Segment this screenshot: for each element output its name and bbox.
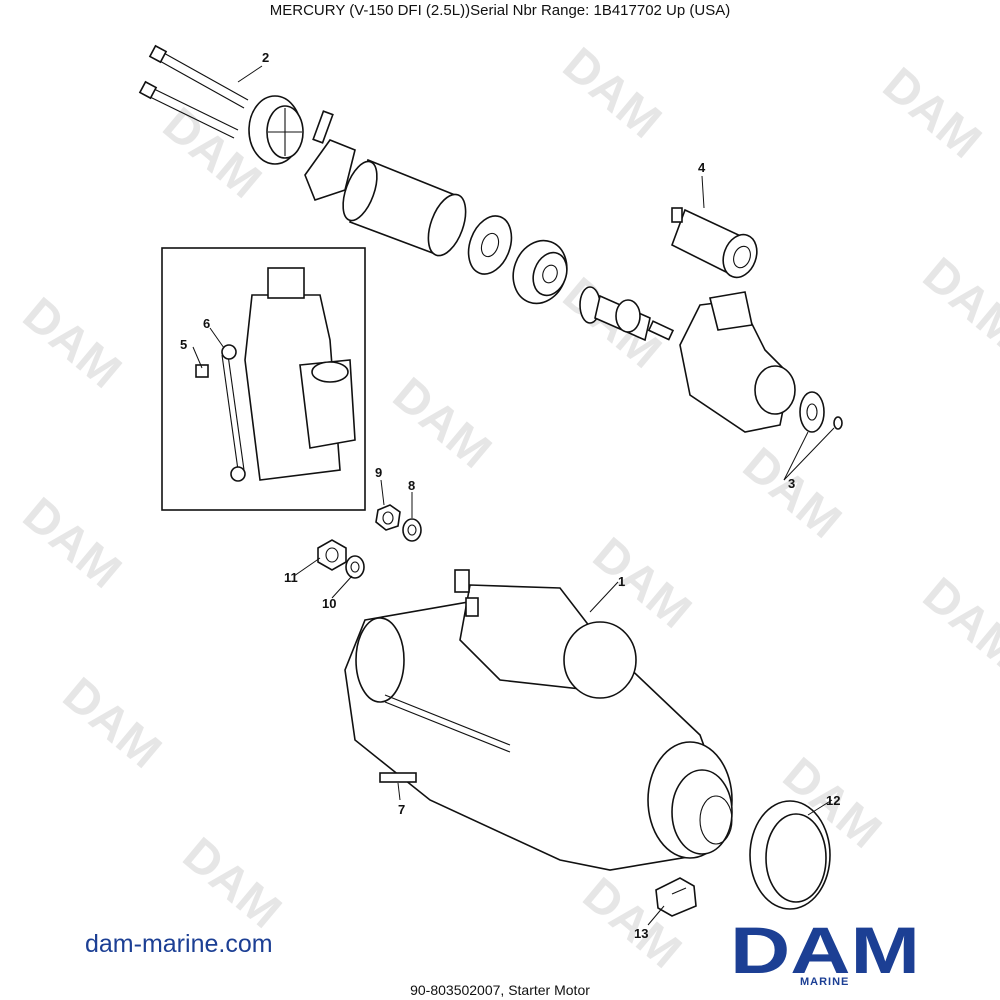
watermark: DAM xyxy=(173,828,291,939)
callout-12: 12 xyxy=(826,793,840,808)
part-13-clip xyxy=(655,877,697,917)
thrust-washer xyxy=(467,215,513,275)
website-link[interactable]: dam-marine.com xyxy=(85,930,273,958)
part-8-lock-washer xyxy=(402,518,422,542)
inset-view-box xyxy=(161,247,366,511)
watermark: DAM xyxy=(13,288,131,399)
page-title: MERCURY (V-150 DFI (2.5L))Serial Nbr Ran… xyxy=(269,2,731,19)
dam-marine-logo: DAM xyxy=(730,915,920,987)
callout-3: 3 xyxy=(788,476,795,491)
part-11-hex-nut xyxy=(317,539,347,571)
part-9-hex-nut xyxy=(375,504,401,531)
part-7-decal-label xyxy=(379,772,417,783)
callout-11: 11 xyxy=(284,570,298,585)
diagram-caption: 90-803502007, Starter Motor xyxy=(410,982,590,998)
watermark: DAM xyxy=(873,58,991,169)
watermark: DAM xyxy=(553,38,671,149)
part-4-solenoid xyxy=(671,207,758,279)
leader-lines xyxy=(192,65,835,926)
callout-8: 8 xyxy=(408,478,415,493)
watermark: DAM xyxy=(53,668,171,779)
callout-7: 7 xyxy=(398,802,405,817)
brush-holder xyxy=(304,110,356,201)
part-12-collar-ring xyxy=(749,800,831,910)
callout-6: 6 xyxy=(203,316,210,331)
drive-end-housing xyxy=(679,291,796,433)
part-10-lock-washer xyxy=(345,555,365,579)
planetary-gear-set xyxy=(512,239,568,305)
callout-1: 1 xyxy=(618,574,625,589)
part-3-pinion-gear xyxy=(799,391,843,433)
callout-numbers: 1 2 3 4 5 6 7 8 9 10 11 12 13 xyxy=(180,50,840,941)
callout-2: 2 xyxy=(262,50,269,65)
callout-4: 4 xyxy=(698,160,706,175)
watermark: DAM xyxy=(13,488,131,599)
watermark-layer: DAM DAM DAM DAM DAM DAM DAM DAM DAM DAM … xyxy=(13,38,1000,979)
drive-shaft-assembly xyxy=(579,286,675,342)
callout-13: 13 xyxy=(634,926,648,941)
watermark: DAM xyxy=(913,248,1000,359)
callout-9: 9 xyxy=(375,465,382,480)
part-2-through-bolts xyxy=(138,44,249,139)
watermark: DAM xyxy=(913,568,1000,679)
callout-5: 5 xyxy=(180,337,187,352)
watermark: DAM xyxy=(733,438,851,549)
field-frame-housing xyxy=(342,158,467,257)
callout-10: 10 xyxy=(322,596,336,611)
logo-main-text: DAM xyxy=(730,915,920,987)
watermark: DAM xyxy=(383,368,501,479)
logo-sub-text: MARINE xyxy=(800,976,850,988)
commutator-end-cap xyxy=(248,95,304,165)
part-1-starter-motor xyxy=(344,569,733,871)
